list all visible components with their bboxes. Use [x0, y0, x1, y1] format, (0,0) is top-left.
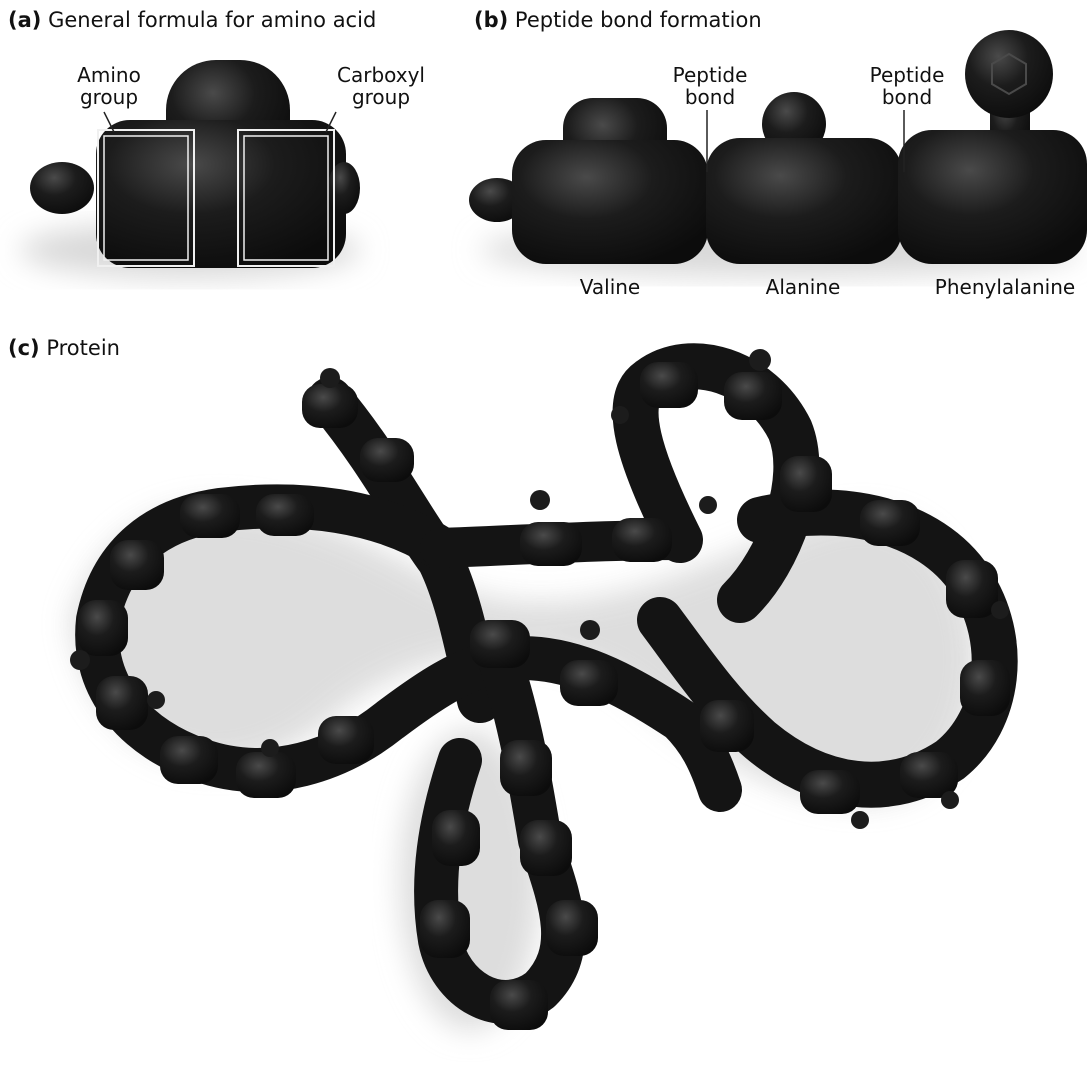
amino-knob	[30, 162, 94, 214]
bead	[520, 820, 572, 876]
peptide-bond-label-1-line2: bond	[660, 86, 760, 108]
side-chain	[941, 791, 959, 809]
carboxyl-group-label: Carboxyl group	[326, 64, 436, 108]
bead	[960, 660, 1010, 716]
phenylalanine-bead	[898, 130, 1087, 264]
bead	[946, 560, 998, 618]
bead	[420, 900, 470, 958]
bead	[800, 770, 860, 814]
bead	[160, 736, 218, 784]
bead	[180, 494, 240, 538]
peptide-bond-label-2: Peptide bond	[857, 64, 957, 108]
bead	[700, 700, 754, 752]
side-chain	[530, 490, 550, 510]
side-chain	[991, 601, 1009, 619]
peptide-bond-label-1-line1: Peptide	[660, 64, 760, 86]
side-chain	[749, 349, 771, 371]
bead	[520, 522, 582, 566]
peptide-chain-model	[469, 30, 1087, 276]
amino-acid-label-phenylalanine: Phenylalanine	[925, 276, 1085, 298]
carboxyl-knob	[328, 162, 360, 214]
bead	[78, 600, 128, 656]
bead	[560, 660, 618, 706]
amino-group-label-line2: group	[64, 86, 154, 108]
amino-group-label-line1: Amino	[64, 64, 154, 86]
bead	[546, 900, 598, 956]
protein-model	[70, 349, 1010, 1030]
bead	[860, 500, 920, 546]
side-chain	[611, 406, 629, 424]
carboxyl-group-label-line2: group	[326, 86, 436, 108]
bead	[500, 740, 552, 796]
side-chain	[70, 650, 90, 670]
side-chain	[261, 739, 279, 757]
bead	[236, 752, 296, 798]
bead	[490, 980, 548, 1030]
amino-group-label: Amino group	[64, 64, 154, 108]
carboxyl-group-label-line1: Carboxyl	[326, 64, 436, 86]
amino-acid-label-valine: Valine	[560, 276, 660, 298]
side-chain	[320, 368, 340, 388]
peptide-bond-label-2-line2: bond	[857, 86, 957, 108]
bead	[612, 518, 672, 562]
bead	[360, 438, 414, 482]
phenylalanine-ring	[965, 30, 1053, 118]
bead	[110, 540, 164, 590]
side-chain	[851, 811, 869, 829]
bead	[318, 716, 374, 764]
side-chain	[580, 620, 600, 640]
side-chain	[699, 496, 717, 514]
valine-bead	[512, 140, 708, 264]
amino-acid-body	[96, 120, 346, 268]
amino-acid-label-alanine: Alanine	[748, 276, 858, 298]
side-chain	[147, 691, 165, 709]
bead	[302, 384, 358, 428]
bead	[256, 494, 314, 536]
bead	[640, 362, 698, 408]
peptide-bond-label-2-line1: Peptide	[857, 64, 957, 86]
alanine-bead	[706, 138, 902, 264]
bead	[470, 620, 530, 668]
bead	[432, 810, 480, 866]
peptide-bond-label-1: Peptide bond	[660, 64, 760, 108]
bead	[96, 676, 148, 730]
bead	[780, 456, 832, 512]
bead	[724, 372, 782, 420]
